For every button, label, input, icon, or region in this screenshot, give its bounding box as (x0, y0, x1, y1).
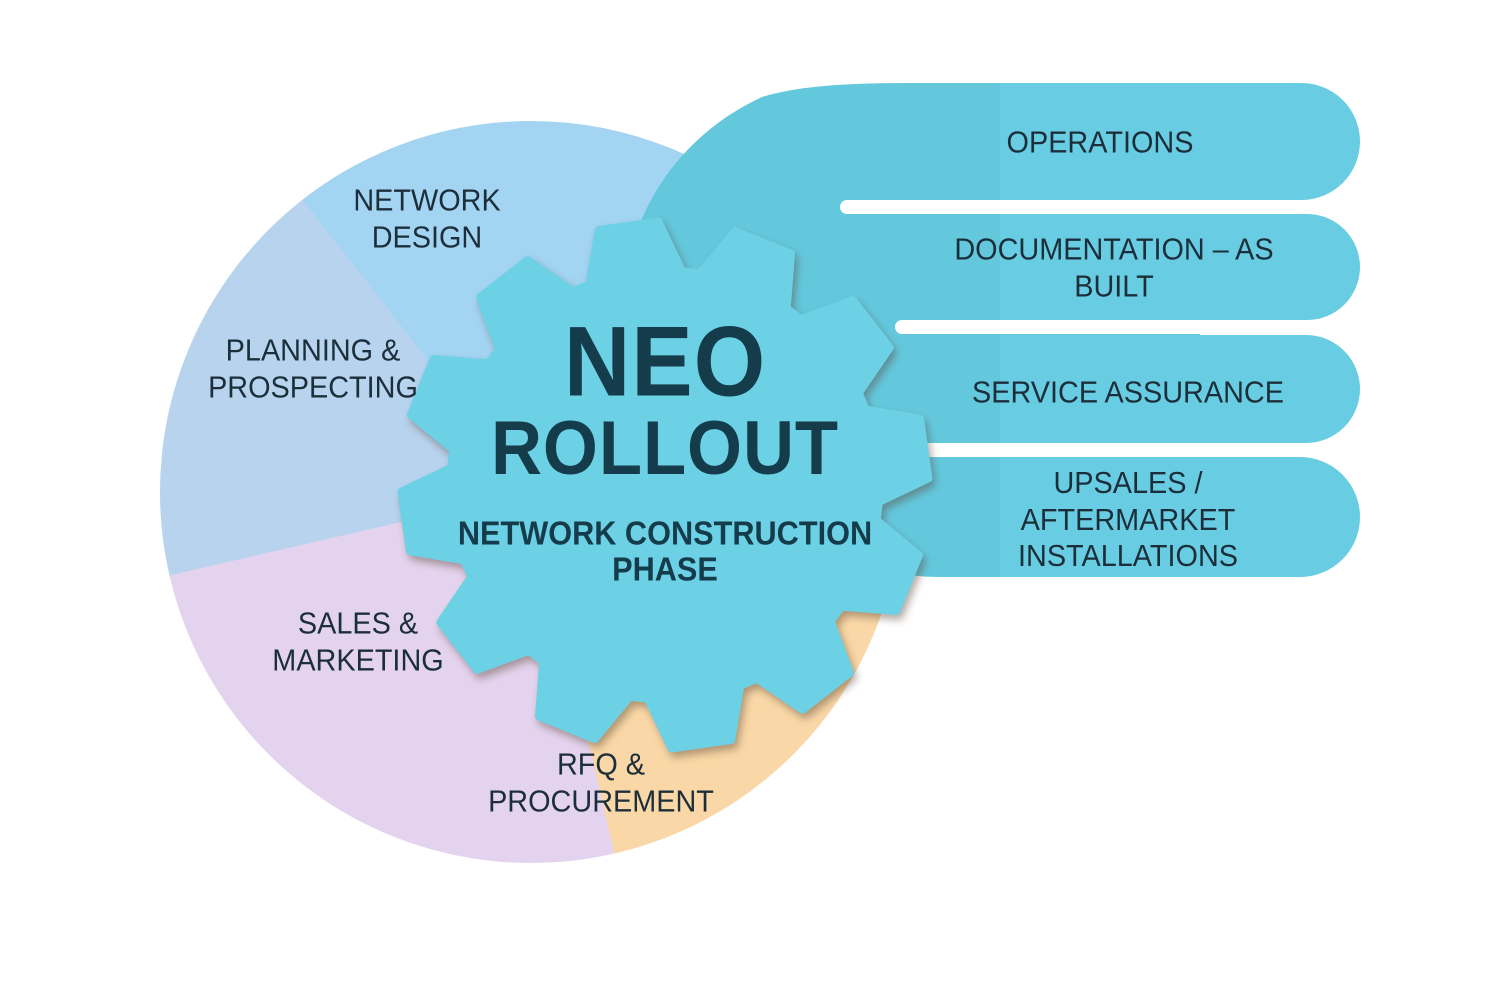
gear-title-neo: NEO (563, 305, 767, 417)
bar-label-upsales: UPSALES / AFTERMARKET INSTALLATIONS (1017, 465, 1239, 574)
pie-segment-label-rfq-procurement: RFQ & PROCUREMENT (488, 746, 714, 818)
bar-label-service-assurance: SERVICE ASSURANCE (972, 374, 1284, 410)
pie-segment-label-planning-prospecting: PLANNING & PROSPECTING (208, 332, 418, 404)
gear-path (397, 217, 933, 753)
gear-title-rollout: ROLLOUT (490, 406, 840, 491)
bar-operations (1000, 83, 1360, 200)
bar-documentation (1000, 214, 1360, 320)
bar-label-documentation: DOCUMENTATION – AS BUILT (954, 231, 1274, 303)
pie-segment-label-network-design: NETWORK DESIGN (353, 182, 501, 254)
gear-subtitle-phase: NETWORK CONSTRUCTION PHASE (457, 514, 873, 587)
bar-label-operations: OPERATIONS (1006, 124, 1194, 160)
bar-service-assurance (1000, 335, 1360, 443)
bar-separator-1 (840, 200, 1360, 214)
bar-separator-3 (908, 443, 1360, 457)
pie-segment-label-sales-marketing: SALES & MARKETING (272, 605, 444, 677)
bar-upsales (1000, 457, 1360, 577)
bar-separator-2 (895, 320, 1360, 334)
